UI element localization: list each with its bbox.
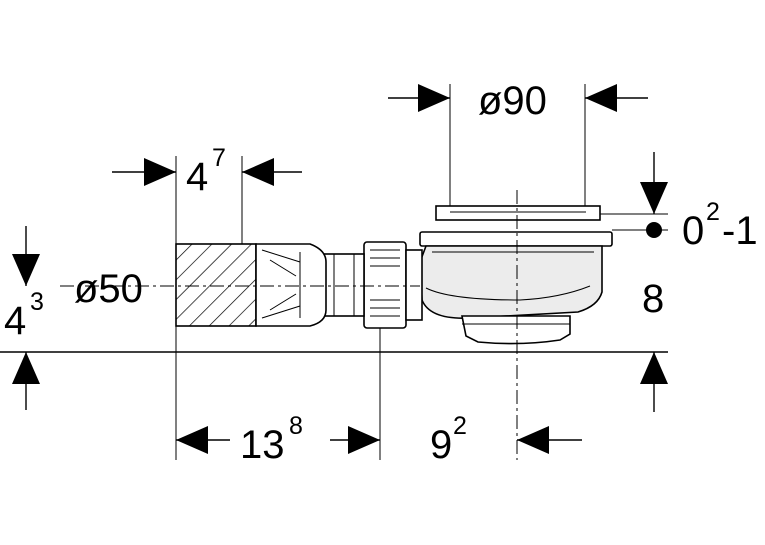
dimension-outlet-diameter: ø90	[388, 79, 648, 123]
nut-width-label: 4	[186, 155, 208, 199]
drain-sump	[461, 315, 571, 345]
pipe-diameter-label: ø50	[74, 267, 143, 311]
body-length-label: 13	[240, 423, 285, 467]
dimension-total-height: 8	[640, 277, 668, 412]
cover-range-tail: -1	[722, 209, 758, 253]
drain-flange	[419, 231, 613, 247]
cover-range-superscript: 2	[706, 198, 720, 226]
range-dot	[646, 222, 662, 238]
drain-cover	[435, 205, 601, 221]
dimension-nut-width: 4 7	[112, 144, 302, 199]
dimension-left-height: 4 3	[4, 226, 44, 410]
nut-width-superscript: 7	[212, 144, 226, 172]
dimension-body-length: 13 8	[176, 412, 380, 467]
connecting-pipe	[323, 253, 365, 317]
outlet-diameter-label: ø90	[478, 79, 547, 123]
drain-body	[419, 205, 613, 345]
total-height-label: 8	[642, 277, 664, 321]
coupling-nut	[363, 241, 423, 329]
pipe-adapter	[175, 243, 327, 327]
cover-range-label: 0	[682, 209, 704, 253]
outlet-offset-label: 9	[430, 423, 452, 467]
left-height-superscript: 3	[30, 288, 44, 316]
outlet-offset-superscript: 2	[453, 412, 467, 440]
body-length-superscript: 8	[289, 412, 303, 440]
drain-bowl	[419, 245, 603, 319]
left-height-label: 4	[4, 299, 26, 343]
dimension-cover-range: 0 2 -1	[640, 152, 758, 253]
dimension-outlet-offset: 9 2	[430, 412, 582, 467]
